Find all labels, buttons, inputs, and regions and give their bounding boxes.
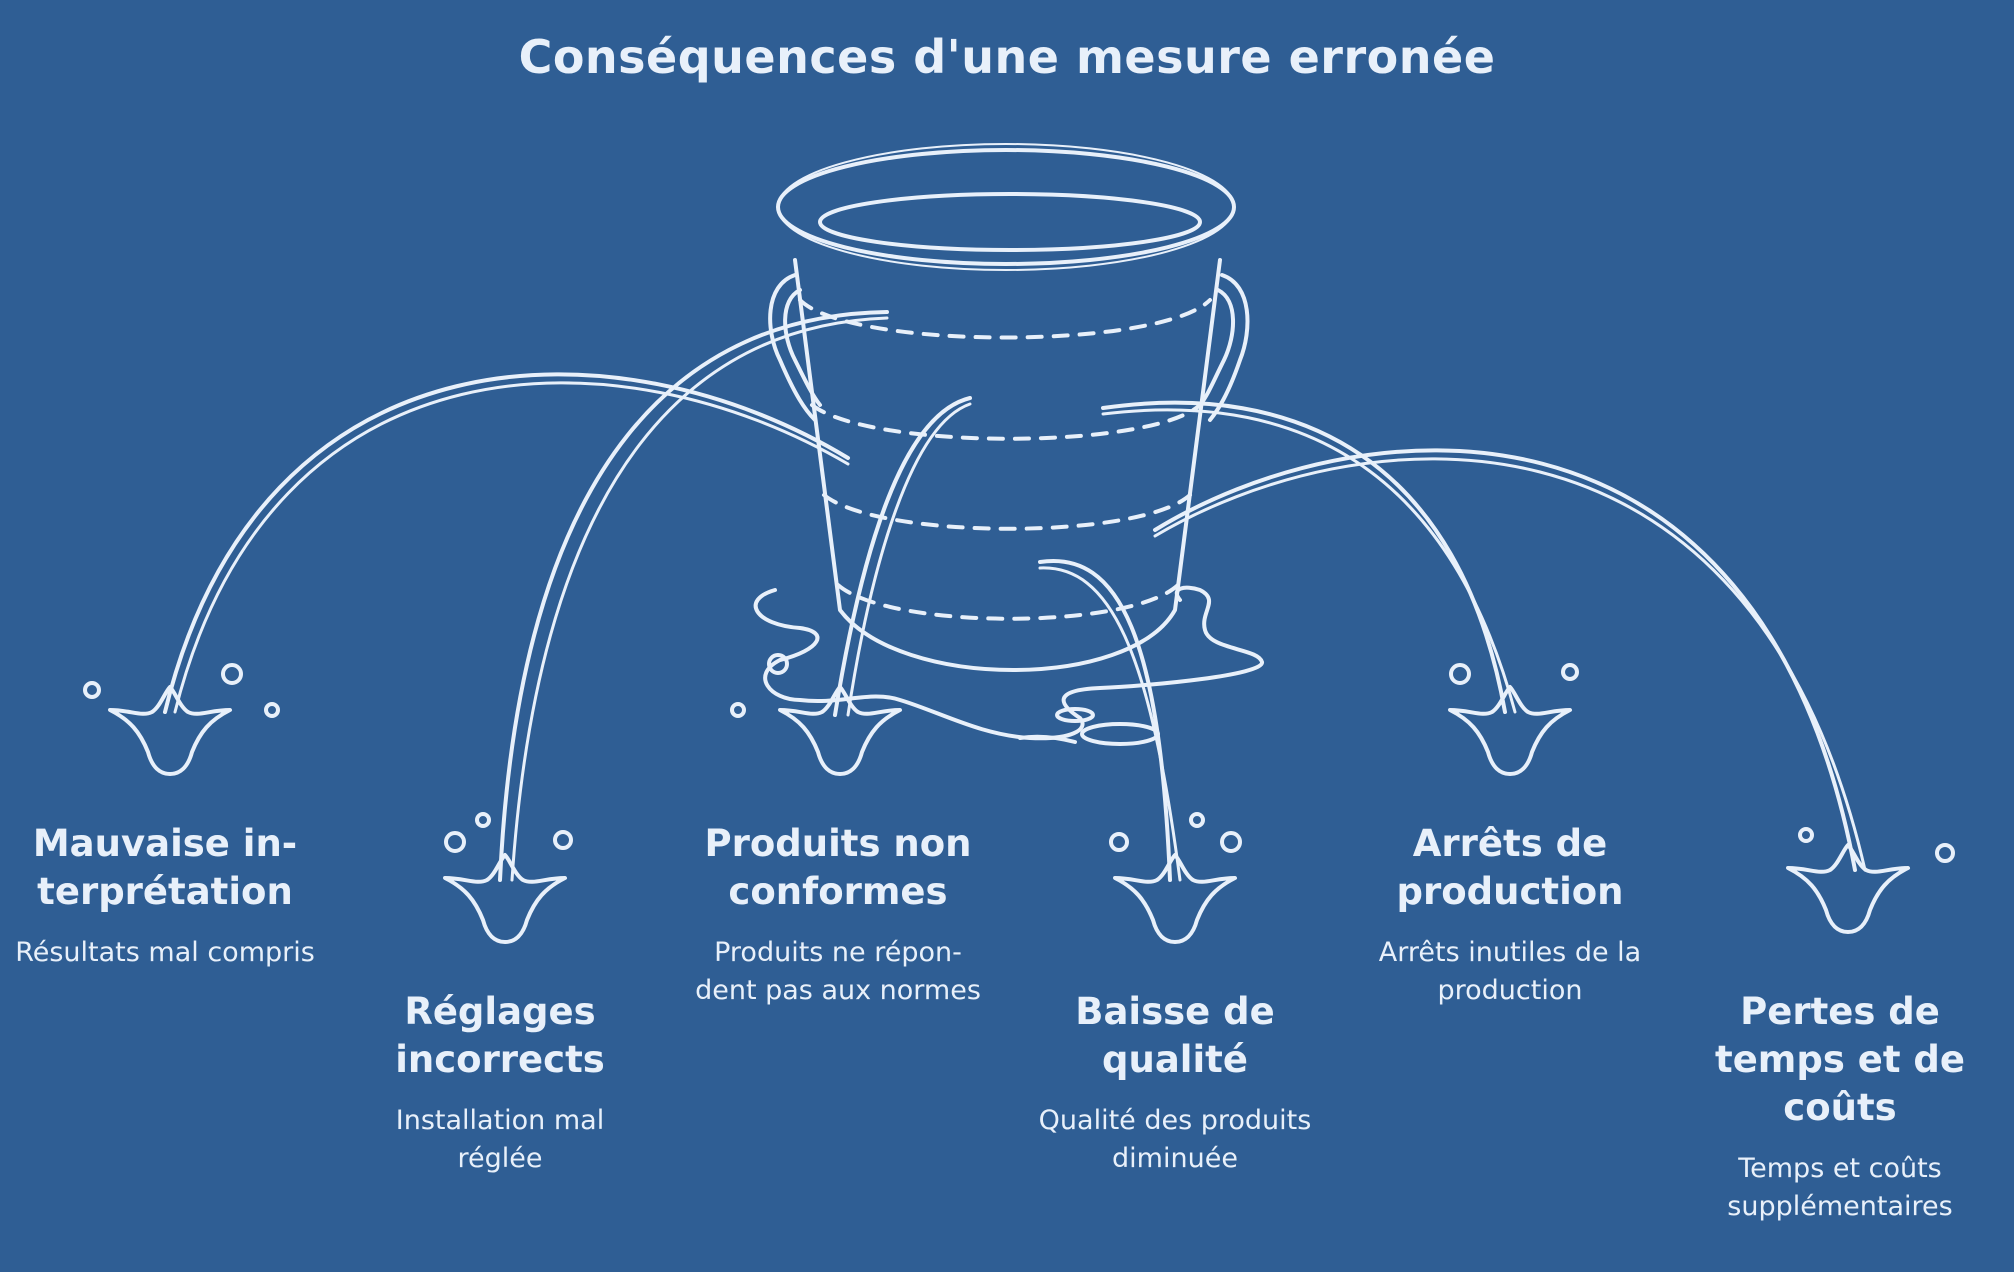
bucket-icon [768,143,1250,672]
diagram-title: Conséquences d'une mesure erronée [518,30,1496,84]
consequence-quality-drop: Baisse de qualité Qualité des produits d… [1030,988,1320,1178]
consequence-title: Réglages incorrects [395,990,605,1081]
consequence-description: Produits ne répon-dent pas aux normes [695,937,981,1006]
consequence-time-cost-losses: Pertes de temps et de coûts Temps et coû… [1705,988,1975,1226]
consequence-misinterpretation: Mauvaise in-terprétation Résultats mal c… [10,820,320,972]
consequence-title: Baisse de qualité [1075,990,1275,1081]
consequence-description: Temps et coûts supplémentaires [1727,1153,1953,1222]
leak-streams [163,310,1867,882]
consequence-title: Pertes de temps et de coûts [1715,990,1965,1129]
consequence-incorrect-settings: Réglages incorrects Installation mal rég… [360,988,640,1178]
consequence-description: Résultats mal compris [15,937,315,968]
consequence-description: Installation mal réglée [395,1105,605,1174]
puddle-icon [753,585,1264,746]
consequence-title: Produits non conformes [704,822,972,913]
consequence-description: Qualité des produits diminuée [1038,1105,1312,1174]
consequence-title: Arrêts de production [1396,822,1624,913]
consequence-title: Mauvaise in-terprétation [32,822,298,913]
consequence-description: Arrêts inutiles de la production [1378,937,1642,1006]
consequence-production-stops: Arrêts de production Arrêts inutiles de … [1360,820,1660,1010]
consequence-non-compliant-products: Produits non conformes Produits ne répon… [688,820,988,1010]
splash-icons [83,653,1955,944]
